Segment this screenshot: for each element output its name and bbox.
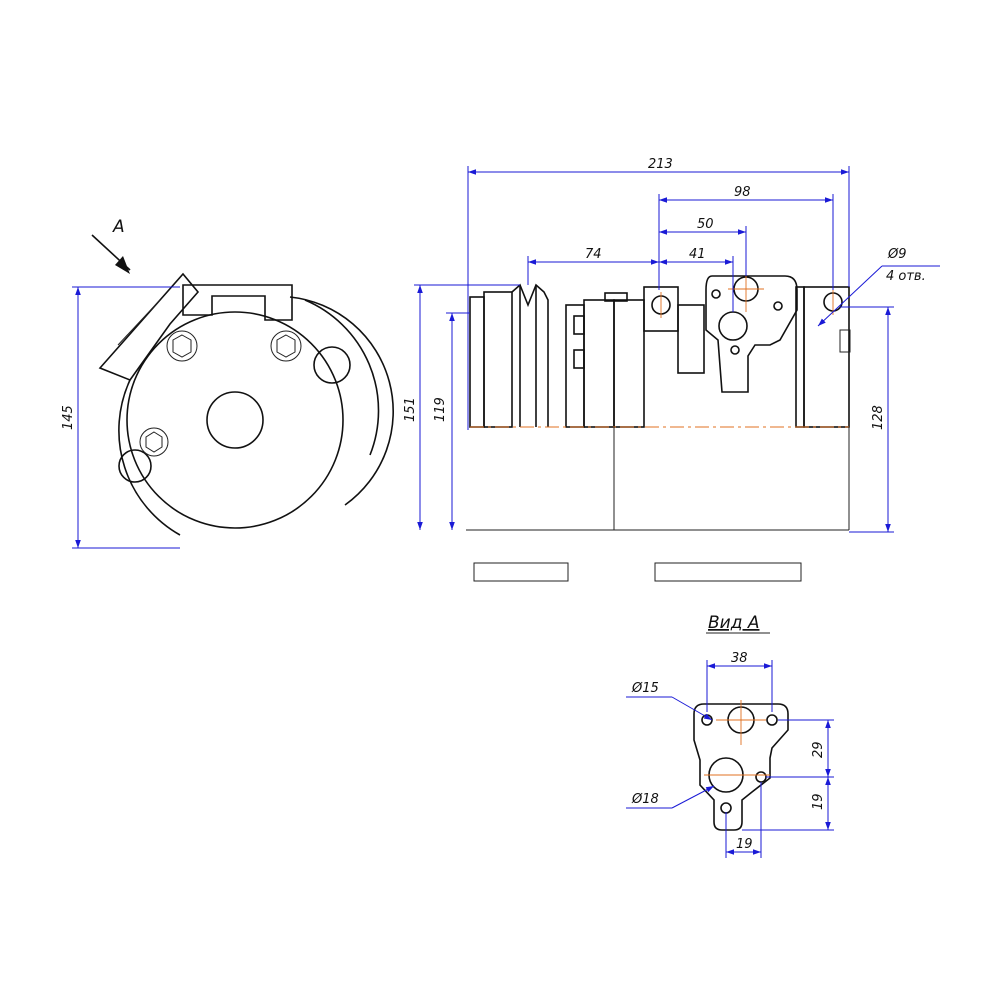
- dim-145-label: 145: [61, 405, 76, 430]
- dim-151-label: 151: [403, 397, 418, 422]
- hole-leader: [817, 265, 883, 327]
- pulley-front-face: [469, 296, 485, 428]
- va-d15-leader: [671, 696, 713, 721]
- top-nut: [604, 292, 628, 302]
- dim-128-label: 128: [871, 405, 886, 430]
- va-bolt-hole-4: [720, 802, 732, 814]
- hex-bolt-right: [270, 330, 302, 362]
- view-a-marker: A: [112, 217, 125, 237]
- manifold-port-plate: [705, 275, 798, 393]
- front-flange: [583, 299, 615, 428]
- bolt-hole-3: [730, 345, 740, 355]
- bottom-foot-right: [654, 562, 802, 582]
- view-a-arrowhead: [115, 256, 130, 274]
- view-a-detail: Вид А 38 29 19 19 Ø15: [626, 613, 834, 858]
- va-d15-label: Ø15: [631, 681, 659, 696]
- dim-50-label: 50: [697, 217, 714, 232]
- side-view: 213 98 50 74 41 Ø9 4 отв. 151 119: [403, 157, 940, 582]
- pulley-groove: [511, 283, 549, 427]
- mid-body: [677, 304, 705, 374]
- hex-bolt-lower: [139, 427, 169, 457]
- dim-119-label: 119: [433, 397, 448, 422]
- left-housing-arc: [118, 379, 181, 536]
- dim-98-label: 98: [734, 185, 751, 200]
- center-hub: [206, 391, 264, 449]
- va-bolt-hole-3: [755, 771, 767, 783]
- bolt-hole-1: [711, 289, 721, 299]
- clutch-coil: [565, 304, 585, 428]
- rear-housing-arc-outer: [304, 299, 380, 456]
- front-housing: [613, 299, 645, 428]
- va-d18-label: Ø18: [631, 792, 659, 807]
- hole-count-label: 4 отв.: [886, 269, 926, 284]
- va-d18-leader: [671, 785, 715, 809]
- va-dim-38-label: 38: [731, 651, 748, 666]
- dim-213-label: 213: [648, 157, 673, 172]
- va-dim-29-label: 29: [811, 741, 826, 758]
- va-bolt-hole-1: [701, 714, 713, 726]
- front-view: A 145: [61, 217, 394, 549]
- rear-housing-arc: [289, 296, 394, 506]
- hex-bolt-left: [166, 330, 198, 362]
- left-lug: [118, 449, 152, 483]
- rear-tab: [839, 329, 851, 353]
- dim-41-label: 41: [689, 247, 706, 262]
- va-plate-outline: [693, 703, 789, 831]
- main-body-circle: [126, 311, 344, 529]
- side-nut-2: [573, 349, 585, 369]
- pulley-hub: [483, 291, 513, 428]
- va-bolt-hole-2: [766, 714, 778, 726]
- bolt-hole-2: [773, 301, 783, 311]
- discharge-port: [718, 311, 748, 341]
- connector-edge: [117, 299, 161, 346]
- right-lug: [313, 346, 351, 384]
- view-a-title: Вид А: [708, 613, 760, 633]
- side-nut-1: [573, 315, 585, 335]
- hole-diameter-label: Ø9: [887, 247, 907, 262]
- va-dim-19h-label: 19: [736, 837, 753, 852]
- top-mount-block: [182, 284, 293, 321]
- va-dim-19v-label: 19: [811, 793, 826, 810]
- bottom-foot-left: [473, 562, 569, 582]
- angled-connector: [98, 272, 200, 381]
- dim-74-label: 74: [585, 247, 602, 262]
